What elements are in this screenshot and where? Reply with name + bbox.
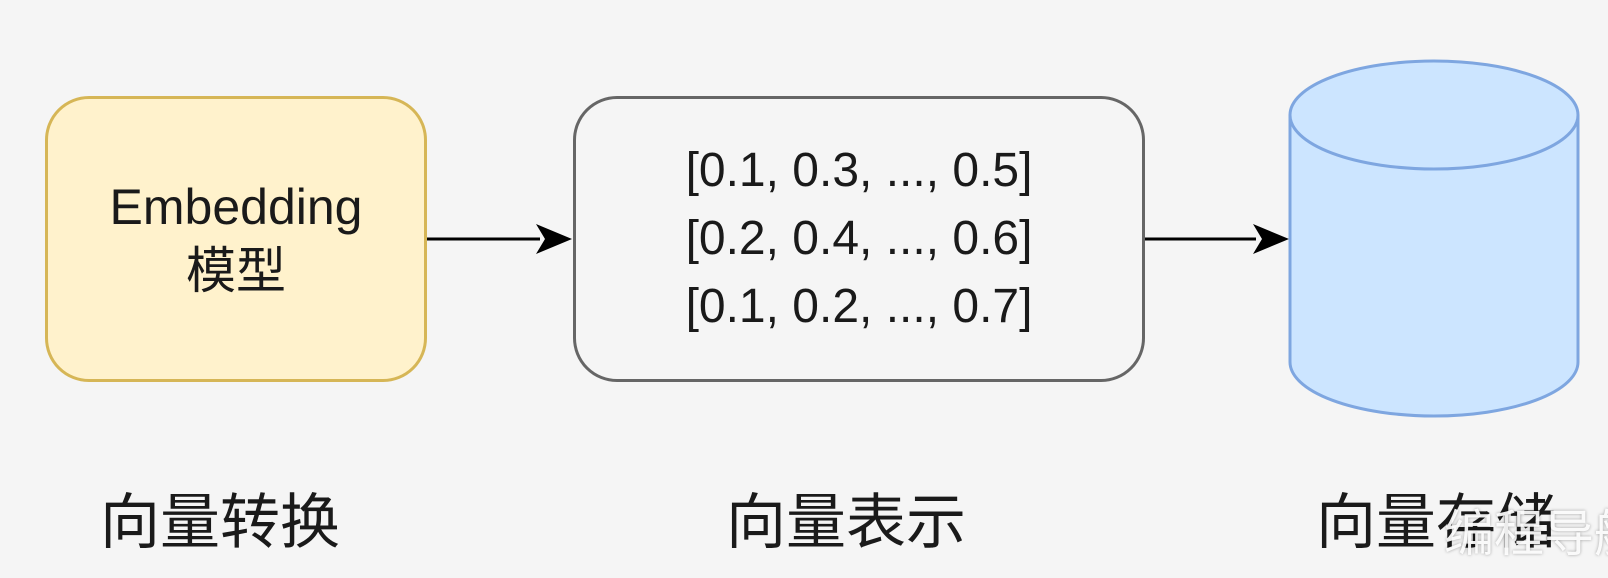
arrow-model-to-vectors bbox=[427, 224, 572, 254]
caption-vector-conversion: 向量转换 bbox=[100, 488, 340, 558]
vector-representation-node: [0.1, 0.3, ..., 0.5] [0.2, 0.4, ..., 0.6… bbox=[573, 96, 1145, 382]
caption-vector-storage: 向量存储 bbox=[1316, 488, 1556, 558]
watermark-text: 编程导航 bbox=[1444, 505, 1608, 563]
embedding-model-label-line-1: Embedding bbox=[109, 179, 363, 235]
vector-line-1: [0.1, 0.3, ..., 0.5] bbox=[685, 144, 1033, 197]
vector-line-2: [0.2, 0.4, ..., 0.6] bbox=[685, 212, 1033, 265]
vector-line-3: [0.1, 0.2, ..., 0.7] bbox=[685, 280, 1033, 333]
arrow-vectors-to-storage bbox=[1145, 224, 1289, 254]
vector-storage-cylinder bbox=[1288, 59, 1580, 418]
embedding-model-label-line-2: 模型 bbox=[186, 243, 286, 299]
embedding-model-node: Embedding 模型 bbox=[45, 96, 427, 382]
caption-vector-representation: 向量表示 bbox=[726, 488, 966, 558]
